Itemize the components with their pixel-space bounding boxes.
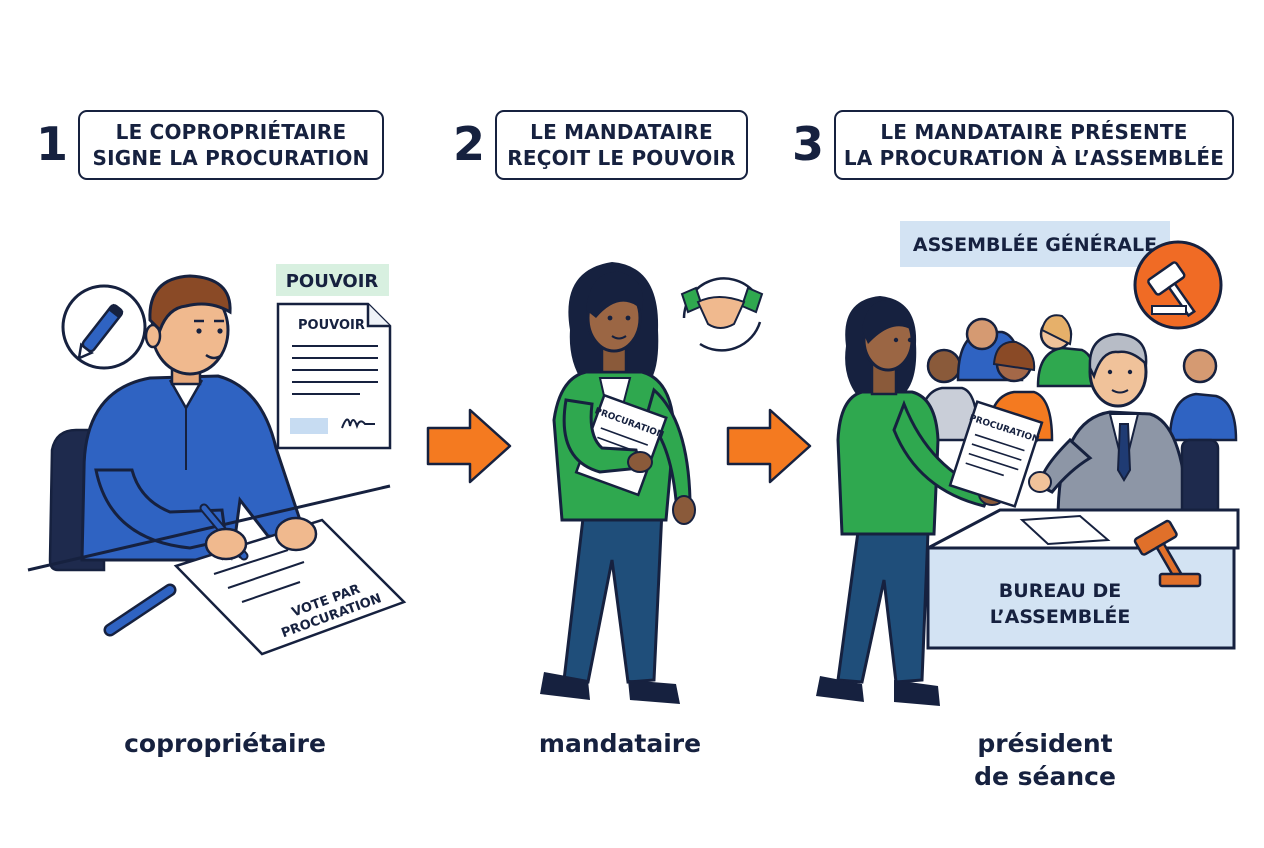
role-2-line1: mandataire bbox=[538, 729, 702, 758]
assemblee-banner bbox=[900, 221, 1170, 267]
step-3-number: 3 bbox=[792, 117, 825, 171]
arrow-1-icon bbox=[426, 408, 512, 484]
step-1-number: 1 bbox=[36, 117, 69, 171]
pouvoir-doc-title: POUVOIR bbox=[298, 318, 365, 333]
loose-pen bbox=[103, 583, 177, 637]
arrow-2-icon bbox=[726, 408, 812, 484]
desk-label-line2: L’ASSEMBLÉE bbox=[990, 605, 1131, 628]
step-1-line1: LE COPROPRIÉTAIRE bbox=[115, 120, 347, 144]
role-mandataire: mandataire bbox=[510, 727, 730, 760]
handshake-icon bbox=[680, 277, 764, 352]
step-2-line2: REÇOIT LE POUVOIR bbox=[507, 146, 736, 170]
mandataire-presenting bbox=[816, 296, 1006, 706]
assemblee-banner-text: ASSEMBLÉE GÉNÉRALE bbox=[913, 233, 1157, 256]
scene-2: PROCURATION bbox=[540, 262, 764, 704]
pouvoir-document: POUVOIR bbox=[276, 302, 392, 450]
role-1-line1: copropriétaire bbox=[124, 729, 326, 758]
role-3-line1: président bbox=[977, 729, 1113, 758]
desk-edge bbox=[27, 484, 391, 572]
audience bbox=[916, 314, 1238, 442]
scene-3: ASSEMBLÉE GÉNÉRALE bbox=[816, 221, 1240, 706]
step-3-box: LE MANDATAIRE PRÉSENTE LA PROCURATION À … bbox=[834, 110, 1234, 180]
role-3-line2: de séance bbox=[974, 762, 1116, 791]
step-1-line2: SIGNE LA PROCURATION bbox=[92, 146, 370, 170]
desk-label-line1: BUREAU DE bbox=[999, 580, 1121, 602]
step-2-number: 2 bbox=[453, 117, 486, 171]
procuration-paper-3: PROCURATION bbox=[948, 400, 1044, 508]
mandataire-walking: PROCURATION bbox=[540, 262, 696, 704]
step-3-line2: LA PROCURATION À L’ASSEMBLÉE bbox=[843, 146, 1225, 170]
scene-1: POUVOIR POUVOIR bbox=[27, 264, 407, 656]
president bbox=[1028, 332, 1220, 522]
gavel-icon bbox=[1133, 519, 1202, 588]
pen-circle-icon bbox=[61, 284, 147, 370]
step-2-line1: LE MANDATAIRE bbox=[530, 120, 713, 144]
step-3-line1: LE MANDATAIRE PRÉSENTE bbox=[880, 120, 1188, 144]
step-2-box: LE MANDATAIRE REÇOIT LE POUVOIR bbox=[495, 110, 748, 180]
gavel-circle-icon bbox=[1133, 240, 1223, 330]
role-president: président de séance bbox=[940, 727, 1150, 793]
pouvoir-badge bbox=[276, 264, 389, 296]
step-1-box: LE COPROPRIÉTAIRE SIGNE LA PROCURATION bbox=[78, 110, 384, 180]
role-coproprietaire: copropriétaire bbox=[110, 727, 340, 760]
pouvoir-badge-text: POUVOIR bbox=[286, 271, 379, 292]
